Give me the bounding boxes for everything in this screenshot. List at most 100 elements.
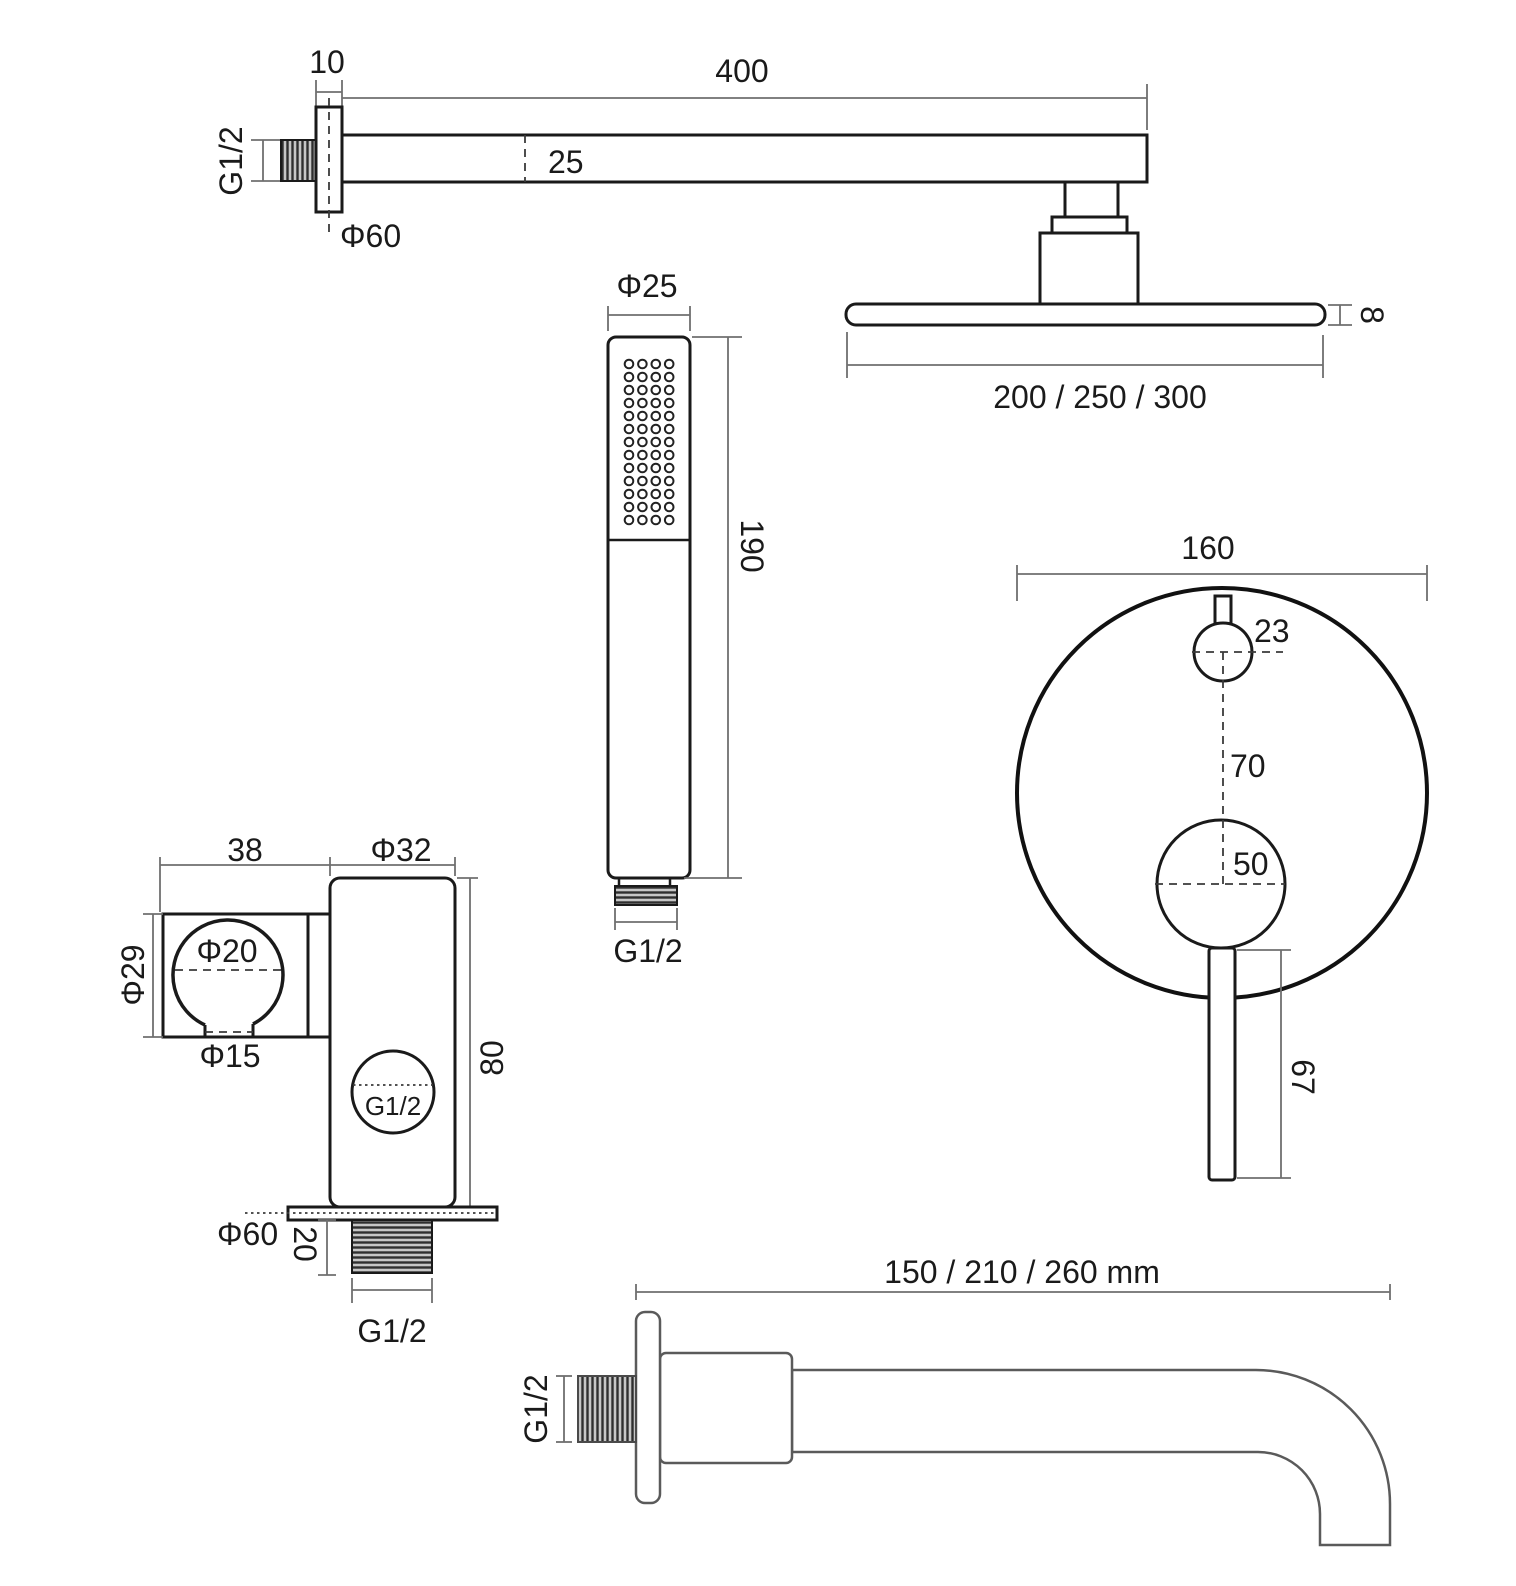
spray-nozzle-dot (663, 384, 675, 396)
head-stub (1063, 180, 1120, 219)
spout-flange (634, 1310, 662, 1505)
spray-nozzle-dot (637, 488, 648, 500)
spray-nozzle-dot (637, 436, 648, 448)
spray-nozzle-dot (650, 423, 662, 435)
head-collar (1050, 215, 1129, 235)
spray-nozzle-dot (623, 384, 635, 396)
mixer-handle-dia-label: 50 (1233, 846, 1269, 882)
spray-nozzle-dot (623, 514, 635, 526)
spray-nozzle-dot (637, 501, 648, 513)
spray-nozzle-dot (650, 410, 662, 422)
spray-nozzle-dot (650, 358, 662, 370)
spray-nozzle-dot (663, 488, 675, 500)
spray-nozzle-dot (650, 436, 662, 448)
port-thread-label: G1/2 (365, 1091, 421, 1121)
spray-nozzle-dot (650, 397, 662, 409)
arm-length-label: 400 (715, 53, 768, 89)
spray-nozzle-dot (663, 501, 675, 513)
spray-nozzle-dot (637, 514, 648, 526)
spray-nozzle-dot (663, 514, 675, 526)
spout-thread-nipple (577, 1375, 637, 1443)
spray-nozzle-dot (623, 475, 635, 487)
spray-nozzle-dot (637, 384, 648, 396)
arm-flange-dia-label: Φ60 (340, 218, 401, 254)
spray-nozzle-dot (637, 371, 648, 383)
handshower-dia-label: Φ25 (616, 268, 677, 304)
spray-nozzle-dot (650, 501, 662, 513)
handshower-length-label: 190 (734, 519, 770, 572)
spray-nozzle-dot (650, 514, 662, 526)
spray-nozzle-dot (623, 501, 635, 513)
holder-ring (171, 918, 285, 1027)
arm-flange-offset-label: 10 (309, 44, 345, 80)
handshower-thread (614, 885, 678, 906)
spray-nozzle-dot (650, 371, 662, 383)
outlet-flange-dia-label: Φ60 (217, 1216, 278, 1252)
outlet-body (328, 876, 457, 1209)
spray-nozzle-dot (637, 397, 648, 409)
arm-thread-nipple (280, 139, 317, 182)
mixer-plate-dia-label: 160 (1181, 530, 1234, 566)
spray-nozzle-dot (650, 488, 662, 500)
spout-body (658, 1351, 794, 1465)
spray-nozzle-dot (623, 462, 635, 474)
head-disc (844, 302, 1327, 327)
ring-dia-label: Φ20 (196, 933, 257, 969)
outlet-thread-block (351, 1219, 433, 1274)
spray-nozzle-dot (623, 423, 635, 435)
bath-spout-view: 150 / 210 / 260 mm G1/2 (518, 1254, 1392, 1547)
outlet-port (350, 1049, 436, 1135)
spray-face-dots (623, 358, 675, 526)
head-thickness-label: 8 (1354, 306, 1390, 324)
arm-thread-label: G1/2 (213, 126, 249, 195)
spray-nozzle-dot (637, 358, 648, 370)
hand-shower-view: Φ25 190 G1/2 (606, 268, 770, 969)
arm-bar (340, 133, 1149, 184)
spray-nozzle-dot (650, 449, 662, 461)
spray-nozzle-dot (663, 397, 675, 409)
mixer-centres-label: 70 (1230, 748, 1266, 784)
spray-nozzle-dot (663, 436, 675, 448)
outlet-body-dia-label: Φ32 (370, 832, 431, 868)
spray-nozzle-dot (663, 358, 675, 370)
spray-nozzle-dot (623, 358, 635, 370)
bracket-height-label: Φ29 (115, 944, 151, 1005)
spray-nozzle-dot (637, 449, 648, 461)
wall-outlet-view: 38 Φ32 Φ20 Φ15 Φ29 80 G1/2 (115, 832, 510, 1349)
spout-tube (790, 1368, 1392, 1547)
spray-nozzle-dot (637, 475, 648, 487)
spray-nozzle-dot (623, 397, 635, 409)
spout-reach-label: 150 / 210 / 260 mm (884, 1254, 1160, 1290)
slot-dia-label: Φ15 (199, 1038, 260, 1074)
head-connector-block (1038, 231, 1140, 307)
spray-nozzle-dot (650, 462, 662, 474)
spout-thread-label: G1/2 (518, 1374, 554, 1443)
spray-nozzle-dot (663, 449, 675, 461)
spray-nozzle-dot (623, 436, 635, 448)
spray-nozzle-dot (637, 462, 648, 474)
spray-nozzle-dot (623, 449, 635, 461)
outlet-thread-label: G1/2 (357, 1313, 426, 1349)
body-height-label: 80 (474, 1040, 510, 1076)
spray-nozzle-dot (623, 371, 635, 383)
spray-nozzle-dot (663, 462, 675, 474)
spray-nozzle-dot (623, 488, 635, 500)
head-diameters-label: 200 / 250 / 300 (993, 379, 1207, 415)
thread-length-label: 20 (287, 1226, 323, 1262)
spray-nozzle-dot (663, 410, 675, 422)
spray-nozzle-dot (623, 410, 635, 422)
mixer-lever (1207, 946, 1237, 1182)
spray-nozzle-dot (650, 475, 662, 487)
arm-depth-label: 25 (548, 144, 584, 180)
spray-nozzle-dot (663, 371, 675, 383)
shower-head-view: 8 200 / 250 / 300 (844, 180, 1390, 415)
spray-nozzle-dot (650, 384, 662, 396)
handshower-thread-label: G1/2 (613, 933, 682, 969)
spray-nozzle-dot (663, 475, 675, 487)
mixer-lever-length-label: 67 (1285, 1059, 1321, 1095)
spray-nozzle-dot (663, 423, 675, 435)
spray-nozzle-dot (637, 423, 648, 435)
mixer-valve-view: 160 23 70 50 67 (1015, 530, 1429, 1182)
